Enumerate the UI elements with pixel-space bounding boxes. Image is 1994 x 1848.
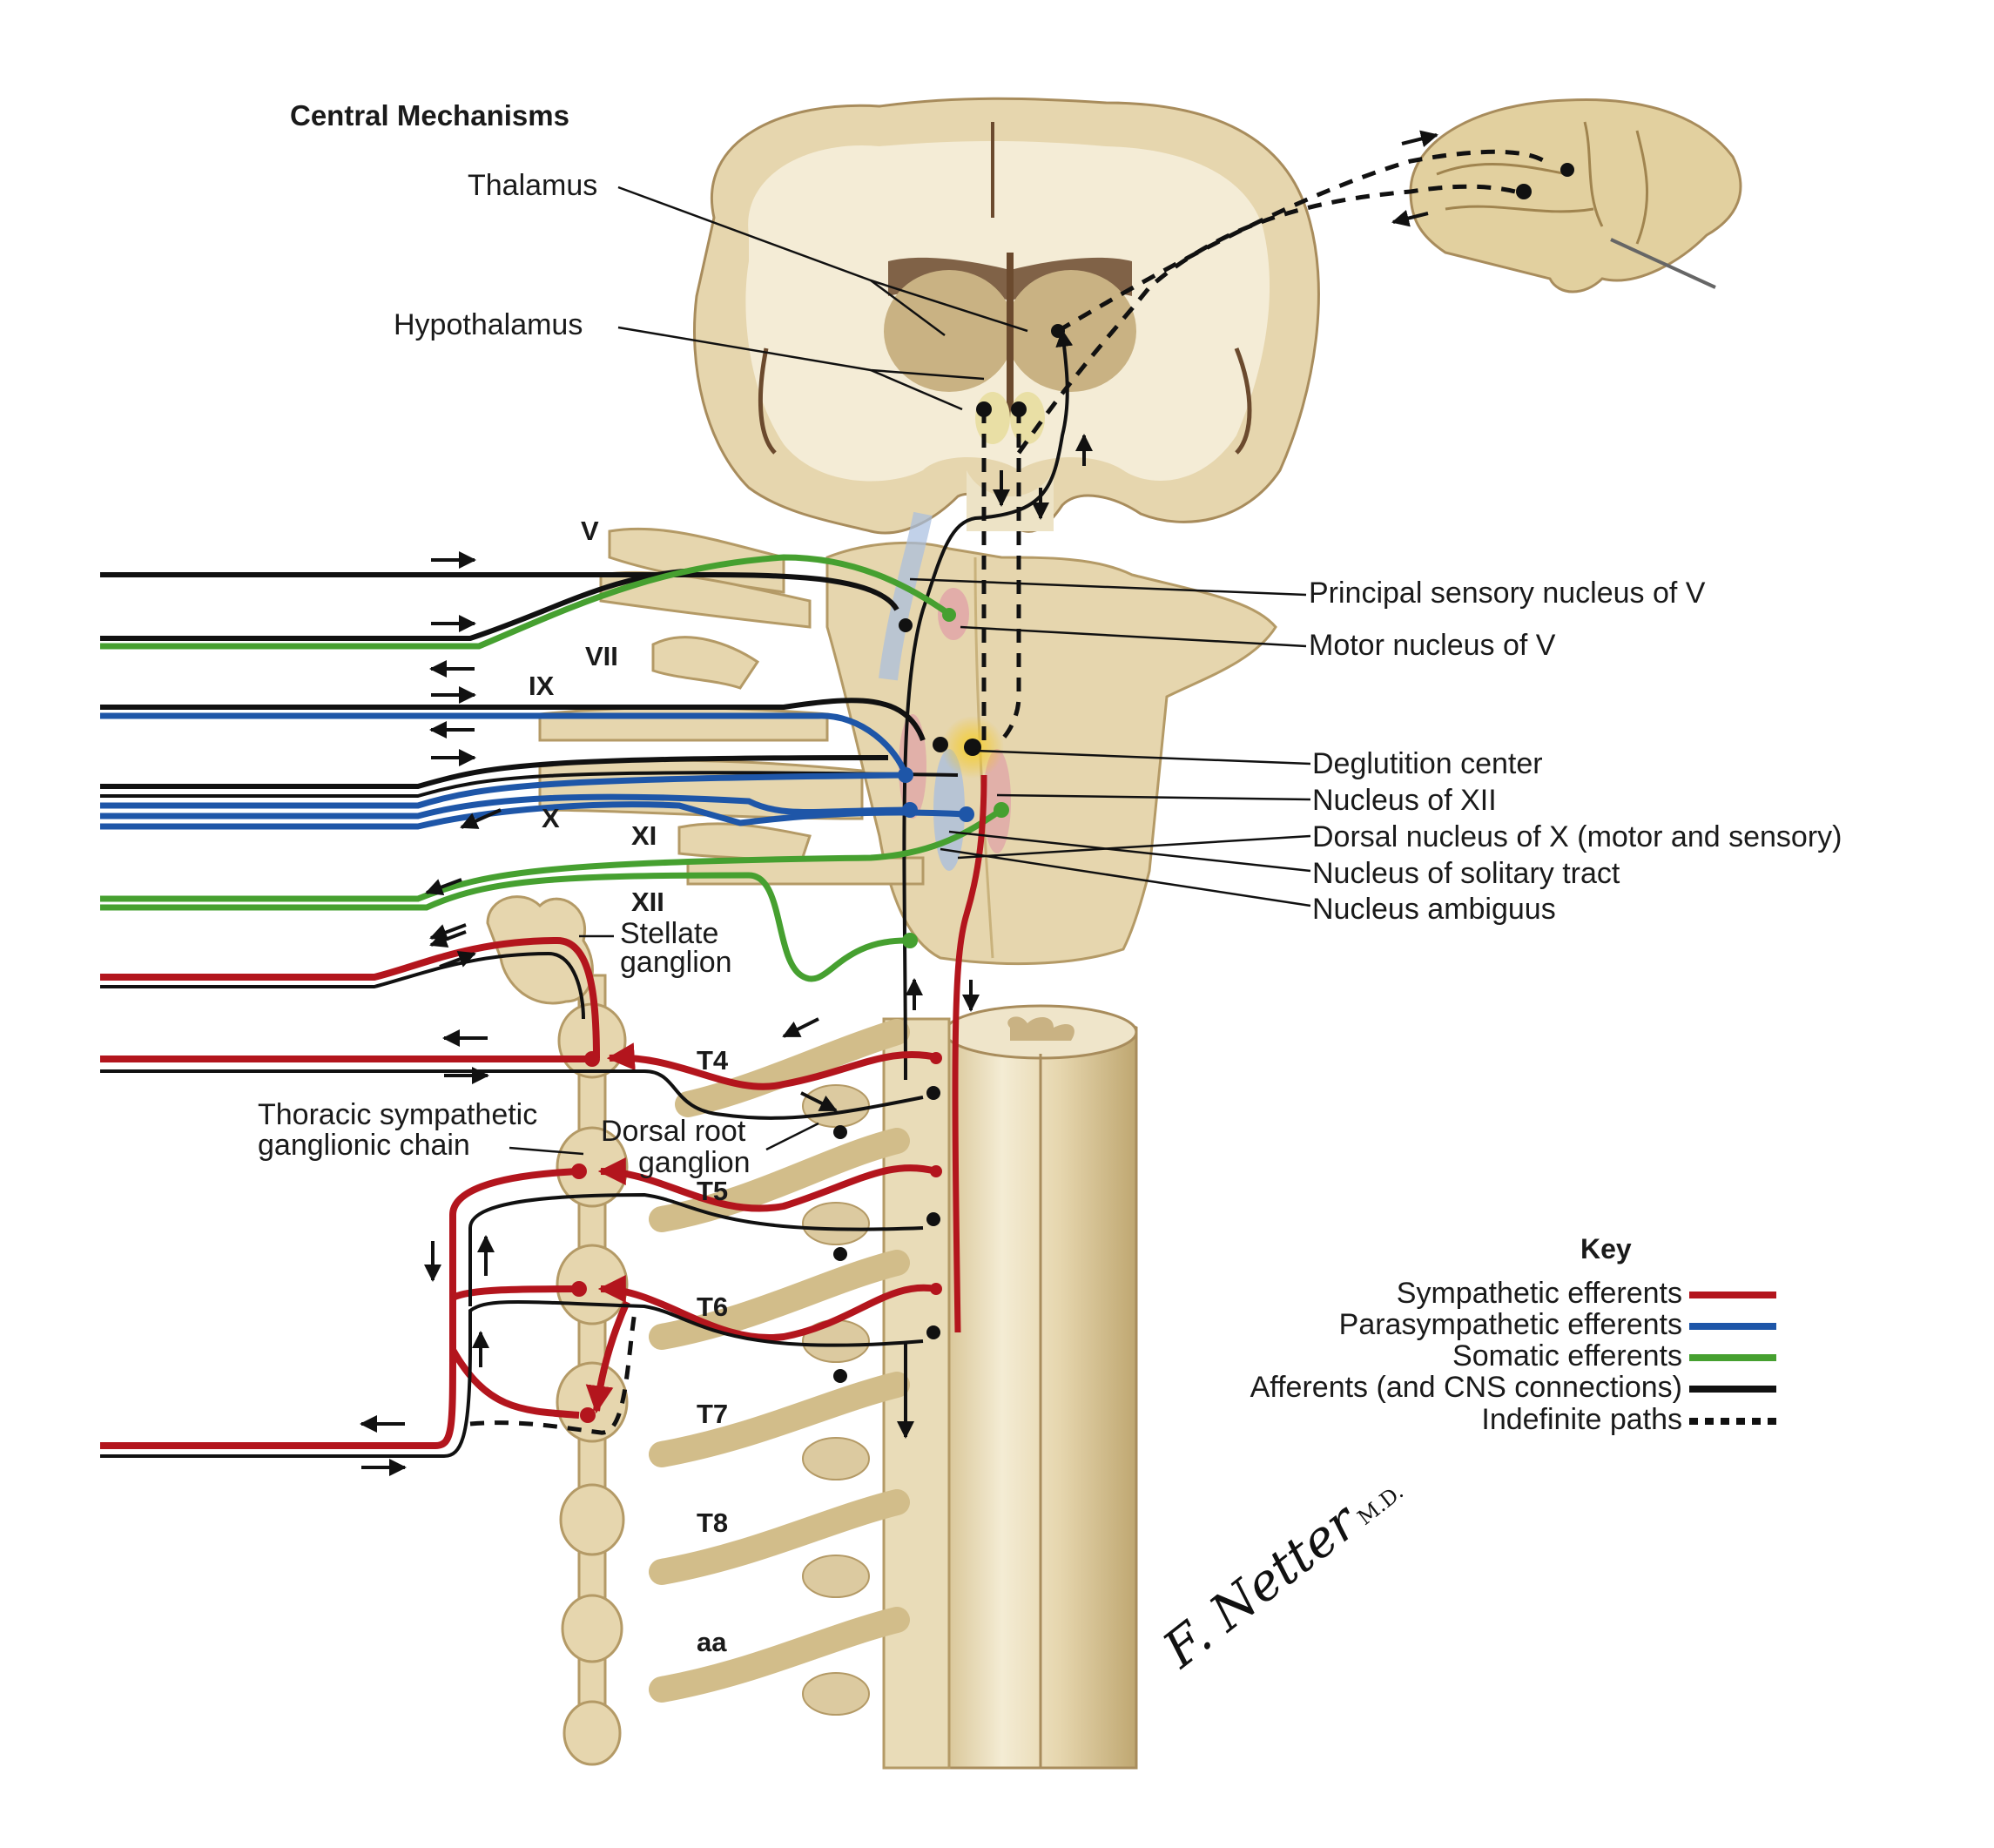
sympathetic-chain: [486, 895, 629, 1766]
spinal-cord: [882, 1004, 1138, 1770]
legend-label-indefinite: Indefinite paths: [1481, 1403, 1682, 1436]
sympathetic-efferent-pathways: [100, 774, 987, 1449]
indefinite-pathways: [469, 149, 1552, 1435]
label-nucleus-ambiguus: Nucleus ambiguus: [1312, 893, 1556, 926]
label-dorsal-nucleus-x: Dorsal nucleus of X (motor and sensory): [1312, 820, 1842, 853]
label-stellate-ganglion-line2: ganglion: [620, 946, 732, 979]
lateral-brain: [1409, 98, 1742, 293]
label-cranial-nerve-vii: VII: [585, 641, 618, 671]
label-cranial-nerve-v: V: [581, 516, 599, 546]
label-thoracic-chain-line2: ganglionic chain: [258, 1129, 470, 1162]
legend-label-parasympathetic: Parasympathetic efferents: [1338, 1308, 1682, 1341]
label-motor-nucleus-v: Motor nucleus of V: [1309, 629, 1556, 662]
label-spinal-nerve-t6: T6: [697, 1292, 729, 1322]
label-hypothalamus: Hypothalamus: [394, 308, 583, 341]
legend-label-sympathetic: Sympathetic efferents: [1396, 1277, 1682, 1310]
label-stellate-ganglion-line1: Stellate: [620, 917, 719, 950]
label-principal-sensory-nucleus-v: Principal sensory nucleus of V: [1309, 577, 1706, 610]
legend-label-somatic: Somatic efferents: [1452, 1339, 1682, 1373]
label-cranial-nerve-xii: XII: [631, 887, 664, 917]
label-nucleus-solitary-tract: Nucleus of solitary tract: [1312, 857, 1620, 890]
label-spinal-nerve-t4: T4: [697, 1045, 729, 1076]
parasympathetic-efferent-pathways: [100, 712, 967, 830]
label-spinal-nerve-t7: T7: [697, 1399, 729, 1429]
legend-title: Key: [1580, 1233, 1632, 1265]
sympathetic-afferent-companion: [100, 951, 924, 1458]
label-spinal-nerve-t5: T5: [697, 1176, 729, 1206]
label-dorsal-root-ganglion-line1: Dorsal root: [601, 1115, 746, 1148]
label-cranial-nerve-x: X: [542, 803, 560, 833]
direction-arrows: [360, 130, 1438, 1476]
label-dorsal-root-ganglion-line2: ganglion: [638, 1146, 751, 1179]
afferent-pathways: [100, 329, 1074, 1081]
legend-swatches: [1689, 1292, 1776, 1425]
label-cranial-nerve-xi: XI: [631, 820, 657, 851]
coronal-brain-section: [693, 97, 1320, 535]
somatic-efferent-pathways: [100, 554, 1003, 982]
leader-lines: [509, 185, 1311, 1156]
legend-label-afferents: Afferents (and CNS connections): [1250, 1371, 1682, 1404]
label-thalamus: Thalamus: [468, 169, 598, 202]
spinal-nerve-roots: [649, 1019, 910, 1703]
label-cranial-nerve-ix: IX: [529, 671, 555, 701]
synapse-dots: [571, 163, 1574, 1423]
label-deglutition-center: Deglutition center: [1312, 747, 1543, 780]
label-spinal-nerve-t8: T8: [697, 1507, 729, 1538]
label-nucleus-xii: Nucleus of XII: [1312, 784, 1497, 817]
label-spinal-nerve-aa: aa: [697, 1627, 727, 1657]
diagram-title: Central Mechanisms: [290, 99, 569, 132]
label-thoracic-chain-line1: Thoracic sympathetic: [258, 1098, 538, 1131]
